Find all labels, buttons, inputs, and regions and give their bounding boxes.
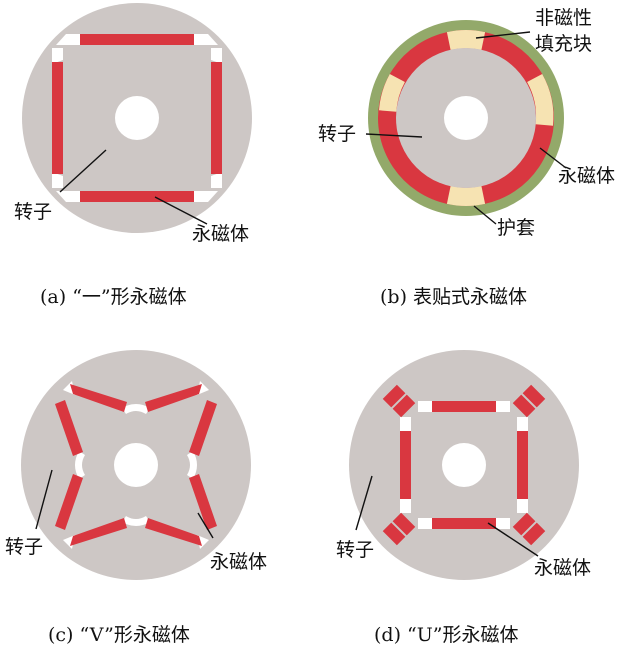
magnet-corner-tr bbox=[512, 384, 546, 418]
caption-b: (b) 表贴式永磁体 bbox=[380, 286, 527, 308]
magnet-bottom-left bbox=[70, 518, 127, 546]
air-barriers bbox=[52, 34, 222, 202]
label-magnet-a: 永磁体 bbox=[192, 223, 249, 245]
caption-c: (c) “V”形永磁体 bbox=[48, 624, 190, 646]
magnet-top-d bbox=[432, 401, 496, 412]
label-magnet-d: 永磁体 bbox=[534, 557, 591, 579]
magnet-right-d bbox=[517, 431, 528, 499]
magnet-bottom bbox=[80, 191, 194, 202]
permanent-magnets-d bbox=[382, 384, 546, 546]
label-magnet-c: 永磁体 bbox=[210, 551, 267, 573]
shaft-hole-b bbox=[444, 96, 488, 140]
label-rotor-d: 转子 bbox=[336, 539, 374, 561]
label-sleeve: 护套 bbox=[497, 217, 535, 239]
label-filler-line1: 非磁性 bbox=[535, 7, 592, 29]
panel-d: 转子 永磁体 (d) “U”形永磁体 bbox=[336, 350, 591, 646]
filler-top bbox=[446, 30, 486, 50]
label-filler-line2: 填充块 bbox=[535, 33, 592, 55]
air-barriers-c bbox=[63, 381, 209, 549]
shaft-hole-d bbox=[442, 443, 486, 487]
magnet-left-top bbox=[55, 400, 83, 456]
shaft-hole bbox=[115, 96, 159, 140]
permanent-magnets-c bbox=[55, 384, 217, 546]
magnet-left-d bbox=[400, 431, 411, 499]
panel-b: 非磁性 填充块 转子 永磁体 护套 (b) 表贴式永磁体 bbox=[318, 7, 615, 308]
magnet-right bbox=[211, 62, 222, 174]
caption-d: (d) “U”形永磁体 bbox=[374, 624, 518, 646]
magnet-right-top bbox=[189, 400, 217, 456]
shaft-hole-c bbox=[114, 443, 158, 487]
permanent-magnets bbox=[52, 34, 222, 202]
air-barriers-d bbox=[400, 401, 528, 529]
magnet-top-left bbox=[70, 384, 127, 412]
label-rotor-c: 转子 bbox=[5, 536, 43, 558]
label-magnet-b: 永磁体 bbox=[558, 165, 615, 187]
filler-left bbox=[379, 74, 405, 112]
magnet-top bbox=[80, 34, 194, 45]
magnet-right-bottom bbox=[189, 474, 217, 530]
magnet-bottom-d bbox=[432, 518, 496, 529]
magnet-left bbox=[52, 62, 63, 174]
magnet-left-bottom bbox=[55, 474, 83, 530]
panel-c: 转子 永磁体 (c) “V”形永磁体 bbox=[5, 350, 267, 646]
magnet-bottom-right bbox=[145, 518, 202, 546]
magnet-corner-tl bbox=[382, 384, 416, 418]
filler-bottom bbox=[446, 186, 486, 206]
filler-right bbox=[527, 74, 554, 126]
magnet-corner-br bbox=[512, 512, 546, 546]
panel-a: 转子 永磁体 (a) “一”形永磁体 bbox=[14, 3, 252, 308]
nonmagnetic-fillers bbox=[379, 30, 554, 206]
magnet-corner-bl bbox=[382, 512, 416, 546]
caption-a: (a) “一”形永磁体 bbox=[40, 286, 187, 308]
label-rotor-a: 转子 bbox=[14, 201, 52, 223]
label-rotor-b: 转子 bbox=[318, 123, 356, 145]
magnet-top-right bbox=[145, 384, 202, 412]
